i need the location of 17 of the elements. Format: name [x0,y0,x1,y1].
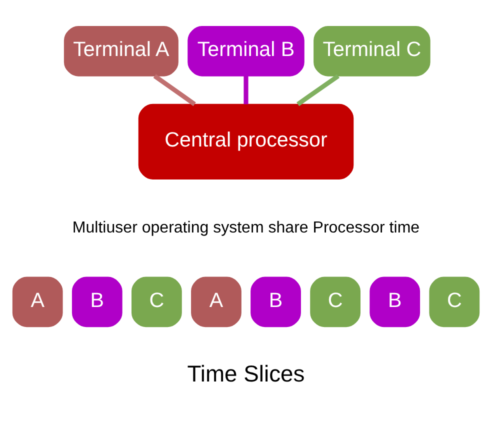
node-box: C [429,276,480,327]
node-box: Terminal B [188,26,304,76]
node-box: B [370,276,420,327]
node-box: C [132,276,182,327]
node-box: B [72,276,122,327]
node-box: A [12,276,63,327]
node-box: Terminal A [64,26,178,76]
label: Time Slices [187,360,305,386]
node-box: A [191,276,242,327]
node-box: Central processor [138,103,354,179]
node-box: Terminal C [314,26,430,76]
node-box: C [310,276,360,327]
connector [153,74,196,106]
connector [244,75,248,104]
connector [296,74,340,106]
node-box: B [250,276,301,327]
label: Multiuser operating system share Processor time [72,218,420,236]
